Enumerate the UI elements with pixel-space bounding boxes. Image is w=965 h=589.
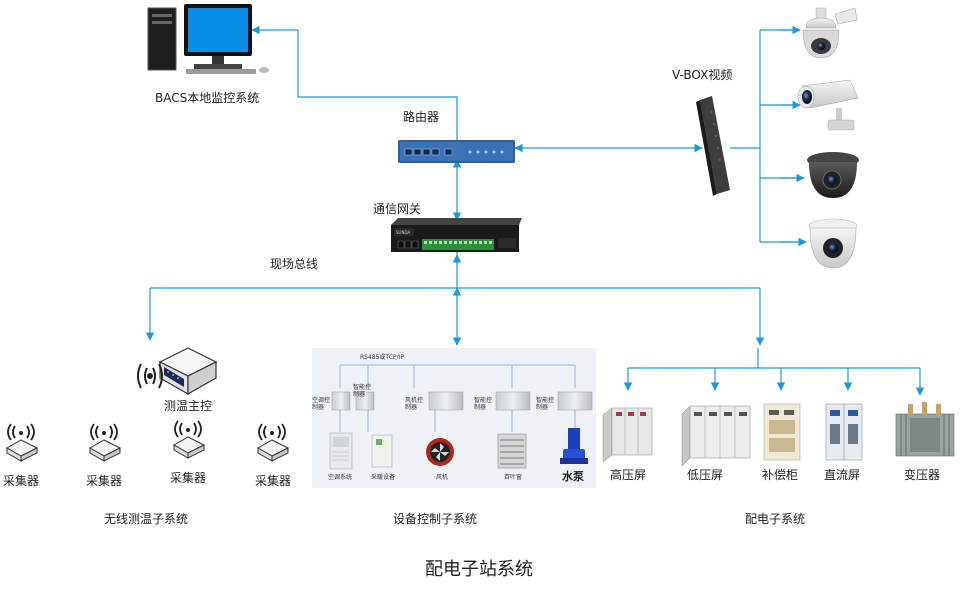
collector-label: 采集器	[86, 474, 123, 488]
vbox-label: V-BOX视频	[672, 68, 733, 82]
gateway-icon: SUNDA	[391, 218, 522, 252]
heater-icon	[371, 434, 393, 468]
controller-label: 智能控制器	[353, 384, 372, 398]
power-item-label: 变压器	[904, 468, 941, 482]
router-icon	[398, 140, 515, 163]
power-item-label: 补偿柜	[762, 468, 799, 482]
cabinet-icon	[602, 407, 653, 463]
equipment-subsystem-caption: 设备控制子系统	[393, 512, 478, 526]
controller-label: 空调控制器	[312, 397, 331, 411]
collector-label: 采集器	[3, 474, 40, 488]
louver-icon	[497, 433, 527, 469]
power-item-label: 低压屏	[687, 468, 724, 482]
device-label: 空调系统	[328, 474, 353, 481]
collector-icons	[5, 420, 290, 462]
router-label: 路由器	[403, 110, 440, 124]
wireless-master-icon	[158, 347, 218, 396]
collector-label: 采集器	[255, 474, 292, 488]
link-vbox-cameras	[730, 29, 806, 243]
equipment-control-panel	[312, 348, 596, 488]
cabinet-icon	[825, 403, 863, 461]
cabinet-icon	[763, 403, 801, 461]
device-label: 百叶窗	[504, 474, 523, 481]
page-title: 配电子站系统	[425, 559, 533, 580]
device-label: 采暖设备	[371, 474, 396, 481]
power-equipment	[602, 402, 955, 467]
controller-label: 智能控制器	[536, 397, 555, 411]
link-router-to-bacs	[251, 25, 458, 140]
video-box-icon	[696, 96, 730, 196]
svg-text:SUNDA: SUNDA	[396, 230, 410, 235]
dome-camera-icon	[808, 218, 858, 269]
power-item-label: 直流屏	[824, 468, 861, 482]
ac-unit-icon	[329, 432, 353, 470]
wireless-icon	[137, 363, 163, 389]
device-label: 风机	[436, 474, 449, 481]
pump-icon	[560, 428, 588, 464]
power-item-label: 高压屏	[610, 468, 647, 482]
bullet-camera-icon	[797, 79, 859, 131]
controller-label: 智能控制器	[474, 397, 493, 411]
gateway-label: 通信网关	[373, 202, 422, 216]
link-power-bus	[628, 348, 920, 369]
transformer-icon	[895, 402, 955, 457]
fieldbus-label: 现场总线	[270, 257, 319, 271]
cabinet-icon	[681, 405, 751, 467]
bacs-label: BACS本地监控系统	[155, 91, 260, 105]
collector-label: 采集器	[170, 471, 207, 485]
computer-icon	[147, 4, 269, 74]
power-subsystem-caption: 配电子系统	[745, 512, 806, 526]
fan-icon	[426, 438, 454, 466]
device-label: 水泵	[562, 470, 584, 483]
connection-lines	[145, 25, 925, 396]
wireless-subsystem-caption: 无线测温子系统	[104, 512, 189, 526]
wireless-master-label: 测温主控	[164, 399, 213, 413]
controller-label: 风机控制器	[405, 397, 424, 411]
bus-label: RS485或TCP/IP	[360, 354, 404, 361]
dome-camera-icon	[807, 152, 859, 198]
speed-dome-camera-icon	[802, 7, 858, 59]
